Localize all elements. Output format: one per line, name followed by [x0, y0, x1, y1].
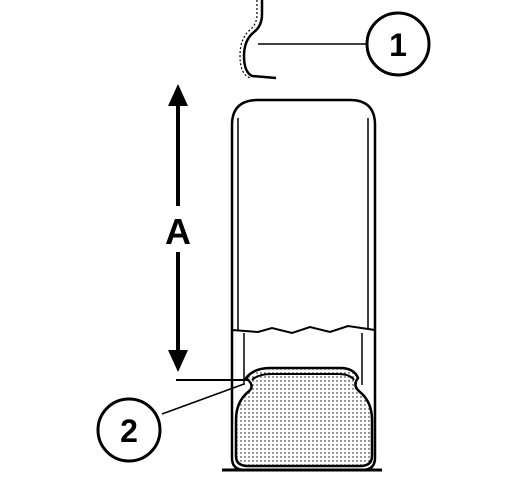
callout-1-label: 1 — [389, 27, 407, 63]
fluid-level-line — [231, 324, 376, 335]
dipstick-hook — [239, 0, 277, 80]
dimension-arrow: A — [165, 84, 191, 372]
dimension-label: A — [165, 211, 191, 252]
callout-2-label: 2 — [120, 413, 138, 449]
callout-2-leader — [161, 383, 245, 415]
callout-2: 2 — [96, 397, 162, 463]
callout-1: 1 — [365, 11, 431, 77]
bottle-part — [234, 366, 374, 468]
